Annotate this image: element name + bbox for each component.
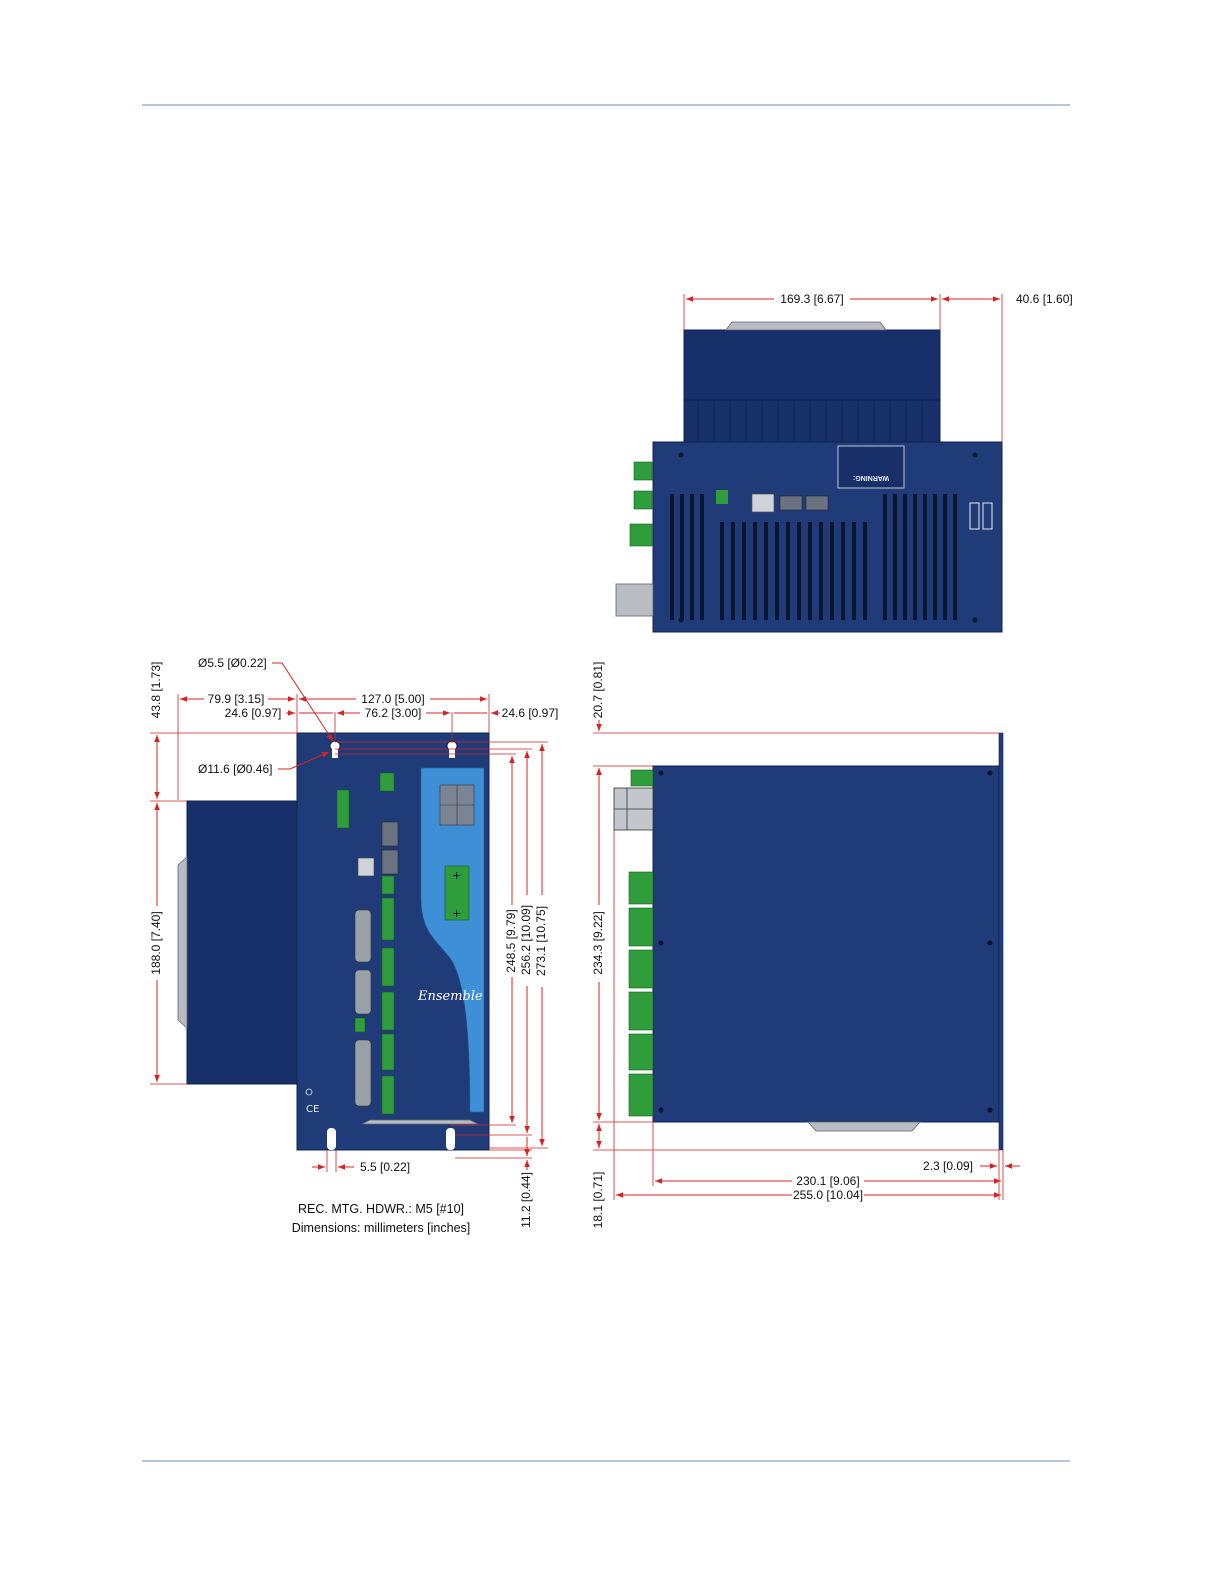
header-rule xyxy=(142,104,1070,106)
terminal-block-2 xyxy=(381,897,395,941)
dim-side-height-234: 234.3 [9.22] xyxy=(591,911,605,974)
top-slot-left xyxy=(969,502,980,530)
warning-label xyxy=(837,445,905,489)
rj45-port-1 xyxy=(381,821,399,847)
side-view-flange xyxy=(998,732,1004,1151)
front-power-terminal xyxy=(444,865,470,921)
ethernet-port xyxy=(357,857,375,877)
top-slot-right xyxy=(982,502,993,530)
db-connector-1 xyxy=(354,909,372,963)
front-label-strip xyxy=(420,767,485,1113)
side-terminal-2 xyxy=(628,871,654,905)
dim-height-273: 273.1 [10.75] xyxy=(534,906,548,976)
brand-logo: Ensemble xyxy=(417,989,483,1004)
terminal-block-4 xyxy=(381,991,395,1031)
top-view-heatsink xyxy=(683,329,941,443)
terminal-block-6 xyxy=(381,1075,395,1115)
top-view-handle xyxy=(725,321,887,331)
front-view-heatsink xyxy=(186,800,298,1085)
dim-left-43: 43.8 [1.73] xyxy=(149,662,163,719)
dim-top-width: 169.3 [6.67] xyxy=(780,292,843,306)
terminal-relay xyxy=(379,772,395,792)
dim-height-248: 248.5 [9.79] xyxy=(504,909,518,972)
side-terminal-1 xyxy=(630,769,654,787)
top-view-chassis xyxy=(652,441,1003,633)
svg-text:+: + xyxy=(452,907,461,920)
top-terminal-1 xyxy=(633,461,653,481)
side-terminal-4 xyxy=(628,949,654,989)
top-terminal-3 xyxy=(629,523,653,547)
top-mount-bracket xyxy=(615,583,654,617)
heatsink-fins xyxy=(684,399,940,442)
dim-width-24-left: 24.6 [0.97] xyxy=(225,706,282,720)
dim-bottom-11: 11.2 [0.44] xyxy=(519,1172,533,1228)
terminal-brake xyxy=(336,789,350,829)
dim-height-256: 256.2 [10.09] xyxy=(519,905,533,975)
warning-label-text: WARNING: xyxy=(853,474,889,481)
dim-hole-small: Ø5.5 [Ø0.22] xyxy=(198,656,267,670)
side-view: 20.7 [0.81] 234.3 [9.22] 18.1 [0.71] 2.3… xyxy=(591,662,1020,1229)
top-rj45-left xyxy=(779,495,803,511)
side-terminal-6 xyxy=(628,1033,654,1071)
terminal-block-3 xyxy=(381,947,395,987)
rj45-port-2 xyxy=(381,849,399,875)
dim-width-79: 79.9 [3.15] xyxy=(208,692,265,706)
top-view-vents xyxy=(670,494,957,620)
note-hardware: REC. MTG. HDWR.: M5 [#10] xyxy=(298,1202,464,1216)
side-view-handle xyxy=(807,1121,921,1132)
db-connector-2 xyxy=(354,969,372,1015)
side-terminal-7 xyxy=(628,1073,654,1117)
side-terminal-5 xyxy=(628,991,654,1031)
note-units: Dimensions: millimeters [inches] xyxy=(292,1221,471,1235)
svg-text:+: + xyxy=(452,869,461,882)
front-view: + + Ensemble CE 79.9 [3.15] 127.0 [5 xyxy=(149,656,558,1235)
dim-hole-large: Ø11.6 [Ø0.46] xyxy=(198,762,273,776)
dim-side-230: 230.1 [9.06] xyxy=(796,1174,859,1188)
dim-width-24-right: 24.6 [0.97] xyxy=(502,706,559,720)
dim-width-127: 127.0 [5.00] xyxy=(361,692,424,706)
front-bottom-handle xyxy=(361,1119,479,1125)
dim-height-188: 188.0 [7.40] xyxy=(149,911,163,974)
top-switch-connector xyxy=(716,490,728,504)
top-view: WARNING: 169.3 [6.67] 40.6 [1.60] xyxy=(615,292,1073,633)
dim-side-2-3: 2.3 [0.09] xyxy=(923,1159,973,1173)
dim-width-76: 76.2 [3.00] xyxy=(365,706,422,720)
front-view-handle xyxy=(177,856,188,1029)
side-terminal-3 xyxy=(628,907,654,947)
terminal-estop xyxy=(354,1017,366,1033)
terminal-block-1 xyxy=(381,875,395,895)
dim-top-depth: 40.6 [1.60] xyxy=(1016,292,1073,306)
top-rj45-right xyxy=(805,495,829,511)
top-usb-connector xyxy=(751,493,775,513)
dim-side-255: 255.0 [10.04] xyxy=(793,1188,863,1202)
db-connector-3 xyxy=(354,1039,372,1107)
terminal-block-5 xyxy=(381,1033,395,1071)
svg-text:CE: CE xyxy=(306,1104,319,1115)
side-view-chassis xyxy=(652,765,1000,1123)
bottom-slot-left xyxy=(327,1128,336,1150)
dim-side-bottom-18: 18.1 [0.71] xyxy=(591,1172,605,1229)
bottom-slot-right xyxy=(446,1128,455,1150)
footer-rule xyxy=(142,1460,1070,1462)
top-terminal-2 xyxy=(633,490,653,510)
dim-slot-width: 5.5 [0.22] xyxy=(360,1160,410,1174)
dim-side-top-20: 20.7 [0.81] xyxy=(591,662,605,719)
